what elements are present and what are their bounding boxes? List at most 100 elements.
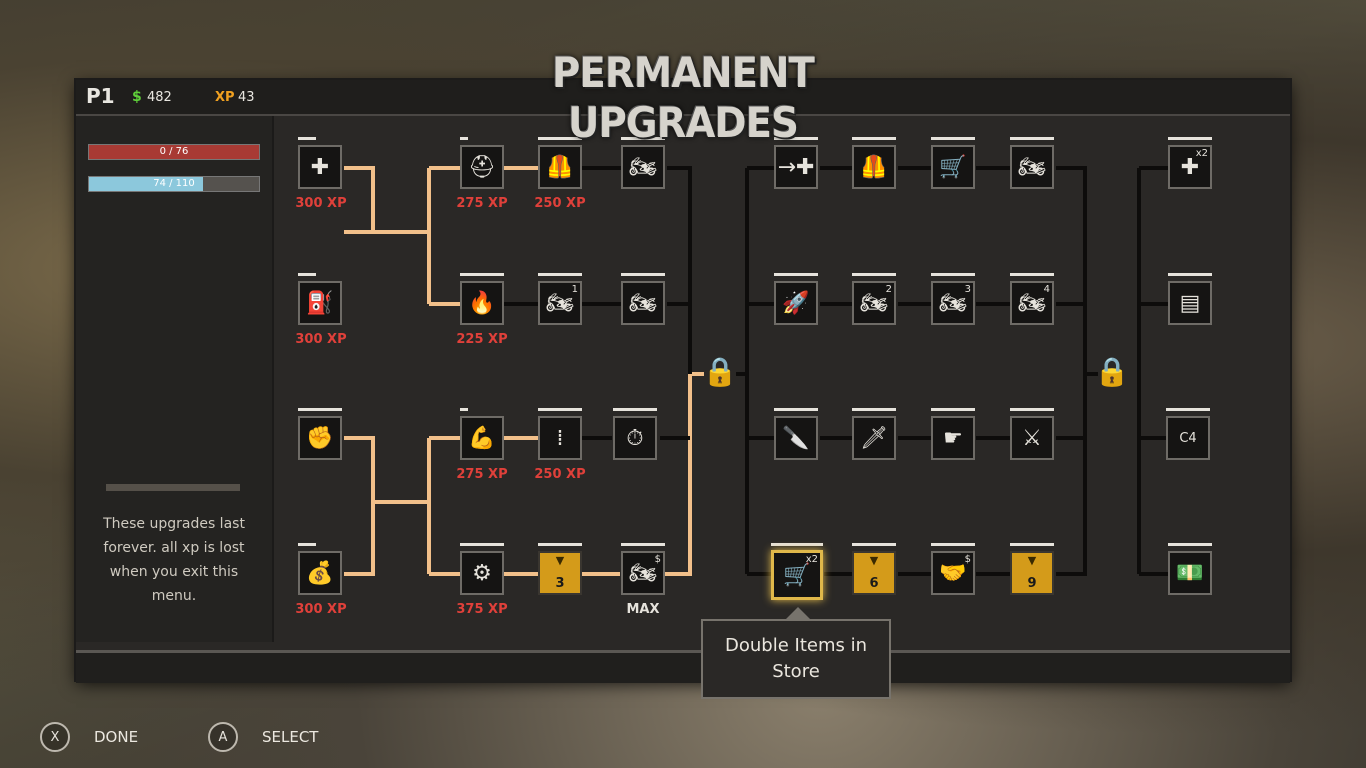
level-tick: [774, 137, 818, 140]
money-icon: $: [132, 89, 142, 105]
motorbike-icon: 🏍: [546, 290, 574, 316]
upgrade-medic-store-node[interactable]: 🛒: [931, 145, 975, 189]
motorbike-icon: 🏍: [939, 290, 967, 316]
upgrade-melee-node[interactable]: ✊: [298, 416, 342, 460]
money-value: 482: [147, 90, 172, 105]
jetpack-icon: 🚀: [782, 290, 810, 316]
upgrade-crate-9-node[interactable]: ▼9: [1010, 551, 1054, 595]
level-tick: [538, 273, 582, 276]
level-tick: [931, 137, 975, 140]
upgrade-big-tank-node[interactable]: ▤: [1168, 281, 1212, 325]
stopwatch-icon: ⏱: [626, 425, 644, 451]
motorbike-icon: 🏍: [1018, 154, 1046, 180]
upgrade-crate-3-node[interactable]: ▼3: [538, 551, 582, 595]
upgrade-bike-3-node[interactable]: 🏍3: [931, 281, 975, 325]
level-tick: [1010, 408, 1054, 411]
crossed-swords-icon: ⚔: [1022, 425, 1042, 451]
level-tick: [460, 137, 468, 140]
bullets-icon: ⁞: [556, 425, 564, 451]
level-tick: [298, 408, 342, 411]
upgrade-bike-4-node[interactable]: 🏍4: [1010, 281, 1054, 325]
level-badge: 4: [1043, 284, 1050, 295]
level-tick: [774, 273, 818, 276]
armor-vest-icon: 🦺: [860, 154, 888, 180]
upgrade-c4-node[interactable]: C4: [1166, 416, 1210, 460]
upgrade-cash-node[interactable]: 💵: [1168, 551, 1212, 595]
done-control[interactable]: X DONE: [40, 722, 138, 752]
upgrade-hand-node[interactable]: ☛: [931, 416, 975, 460]
upgrade-bike-1-node[interactable]: 🏍1: [538, 281, 582, 325]
money-bags-icon: 💰: [306, 560, 334, 586]
upgrade-double-health-node[interactable]: ✚x2: [1168, 145, 1212, 189]
big-tank-icon: ▤: [1179, 290, 1201, 316]
upgrades-panel: P1 $ 482 XP 43 0 / 76 74 / 110 These upg…: [76, 80, 1290, 683]
upgrade-bike-money-node[interactable]: 🏍$: [621, 551, 665, 595]
level-tick: [931, 543, 975, 546]
page-title: PERMANENT UPGRADES: [552, 48, 815, 147]
level-tick: [852, 408, 896, 411]
level-tick: [621, 273, 665, 276]
down-arrow-icon: ▼: [869, 554, 879, 567]
upgrade-oxygen-node[interactable]: ⛽: [298, 281, 342, 325]
level-tick: [774, 408, 818, 411]
upgrade-money-node[interactable]: 💰: [298, 551, 342, 595]
bottom-bar: [76, 650, 1290, 683]
upgrade-bike-fuel-node[interactable]: 🏍: [621, 281, 665, 325]
down-arrow-icon: ▼: [555, 554, 565, 567]
flexed-arm-icon: 💪: [468, 425, 496, 451]
xp-value: 43: [238, 90, 255, 105]
upgrade-double-store-node[interactable]: 🛒x2: [771, 550, 823, 600]
upgrade-jetpack-node[interactable]: 🚀: [774, 281, 818, 325]
cost-label: 275 XP: [456, 196, 508, 211]
tooltip: Double Items in Store: [701, 619, 891, 699]
shopping-cart-icon: 🛒: [783, 562, 811, 588]
upgrade-trade-node[interactable]: 🤝$: [931, 551, 975, 595]
hud-bar: P1 $ 482 XP 43: [76, 80, 1290, 116]
upgrade-tank-health-node[interactable]: →✚: [774, 145, 818, 189]
upgrade-tree: ✚ 300 XP ⛽ 300 XP ✊ 💰 300 XP ⛑ 275 XP 🔥 …: [76, 80, 1290, 680]
level-tick: [460, 543, 504, 546]
level-tick: [1168, 137, 1212, 140]
cost-label: 300 XP: [295, 196, 347, 211]
level-tick: [1010, 273, 1054, 276]
upgrade-strength-node[interactable]: 💪: [460, 416, 504, 460]
x2-badge: x2: [805, 554, 818, 565]
dollar-badge: $: [964, 554, 971, 565]
motorbike-icon: 🏍: [1018, 290, 1046, 316]
level-tick: [931, 408, 975, 411]
level-tick: [852, 543, 896, 546]
lock-icon: 🔒: [702, 354, 738, 388]
upgrade-bike-health-node[interactable]: 🏍: [621, 145, 665, 189]
cost-label: 375 XP: [456, 602, 508, 617]
select-control[interactable]: A SELECT: [208, 722, 318, 752]
level-tick: [613, 408, 657, 411]
level-tick: [538, 408, 582, 411]
upgrade-crate-6-node[interactable]: ▼6: [852, 551, 896, 595]
upgrade-knife-node[interactable]: 🔪: [774, 416, 818, 460]
vest-icon: 🦺: [546, 154, 574, 180]
level-tick: [852, 273, 896, 276]
crate-level: 6: [869, 576, 879, 591]
upgrade-armor-node[interactable]: 🦺: [538, 145, 582, 189]
cash-icon: 💵: [1176, 560, 1204, 586]
upgrade-machete-node[interactable]: 🗡: [852, 416, 896, 460]
x-button-icon: X: [40, 722, 70, 752]
player-label: P1: [86, 84, 115, 108]
upgrade-heavy-armor-node[interactable]: 🦺: [852, 145, 896, 189]
upgrade-health-node[interactable]: ✚: [298, 145, 342, 189]
upgrade-crossed-swords-node[interactable]: ⚔: [1010, 416, 1054, 460]
upgrade-bike-speed-node[interactable]: 🏍: [1010, 145, 1054, 189]
knife-icon: 🔪: [782, 425, 810, 451]
upgrade-ammo-node[interactable]: ⚙: [460, 551, 504, 595]
upgrade-fire-node[interactable]: 🔥: [460, 281, 504, 325]
xp-label: XP: [215, 90, 235, 105]
handshake-icon: 🤝: [939, 560, 967, 586]
upgrade-bike-2-node[interactable]: 🏍2: [852, 281, 896, 325]
upgrade-medkit-node[interactable]: ⛑: [460, 145, 504, 189]
fist-icon: ✊: [306, 425, 334, 451]
medkit-icon: ⛑: [468, 154, 496, 180]
upgrade-bullets-node[interactable]: ⁞: [538, 416, 582, 460]
upgrade-timer-node[interactable]: ⏱: [613, 416, 657, 460]
level-tick: [1010, 137, 1054, 140]
level-tick: [1168, 273, 1212, 276]
